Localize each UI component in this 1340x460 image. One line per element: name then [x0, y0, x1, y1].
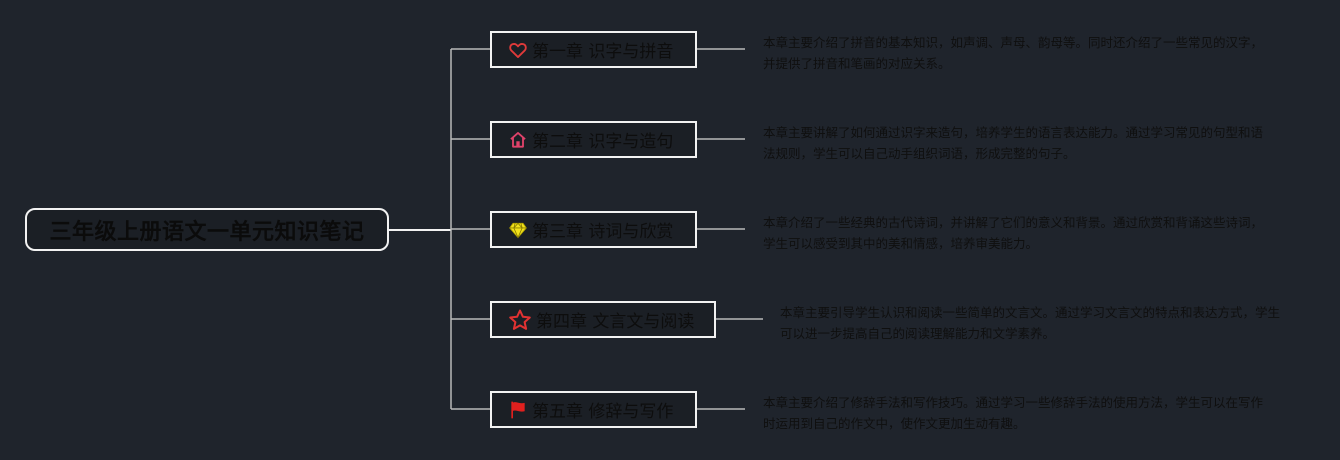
flag-icon [508, 400, 528, 420]
chapter-title-4: 第四章 文言文与阅读 [536, 312, 695, 332]
chapter-title-1: 第一章 识字与拼音 [532, 42, 674, 62]
chapter-node-2[interactable]: 第二章 识字与造句 [490, 121, 697, 158]
chapter-node-4[interactable]: 第四章 文言文与阅读 [490, 301, 716, 338]
chapter-desc-5: 本章主要介绍了修辞手法和写作技巧。通过学习一些修辞手法的使用方法，学生可以在写作… [763, 395, 1264, 431]
chapter-desc-4: 本章主要引导学生认识和阅读一些简单的文言文。通过学习文言文的特点和表达方式，学生… [780, 305, 1281, 341]
root-title: 三年级上册语文一单元知识笔记 [49, 219, 365, 245]
chapter-node-1[interactable]: 第一章 识字与拼音 [490, 31, 697, 68]
chapter-desc-2: 本章主要讲解了如何通过识字来造句，培养学生的语言表达能力。通过学习常见的句型和语… [763, 125, 1264, 161]
chapter-title-5: 第五章 修辞与写作 [532, 402, 674, 422]
chapter-desc-3: 本章介绍了一些经典的古代诗词，并讲解了它们的意义和背景。通过欣赏和背诵这些诗词，… [763, 215, 1264, 251]
chapter-title-2: 第二章 识字与造句 [532, 132, 674, 152]
root-node[interactable]: 三年级上册语文一单元知识笔记 [25, 208, 389, 251]
diamond-icon [508, 220, 528, 240]
chapter-desc-1: 本章主要介绍了拼音的基本知识，如声调、声母、韵母等。同时还介绍了一些常见的汉字，… [763, 35, 1264, 71]
chapter-node-3[interactable]: 第三章 诗词与欣赏 [490, 211, 697, 248]
star-icon [508, 308, 532, 332]
chapter-node-5[interactable]: 第五章 修辞与写作 [490, 391, 697, 428]
chapter-title-3: 第三章 诗词与欣赏 [532, 222, 674, 242]
heart-icon [508, 40, 528, 60]
home-icon [508, 130, 528, 150]
